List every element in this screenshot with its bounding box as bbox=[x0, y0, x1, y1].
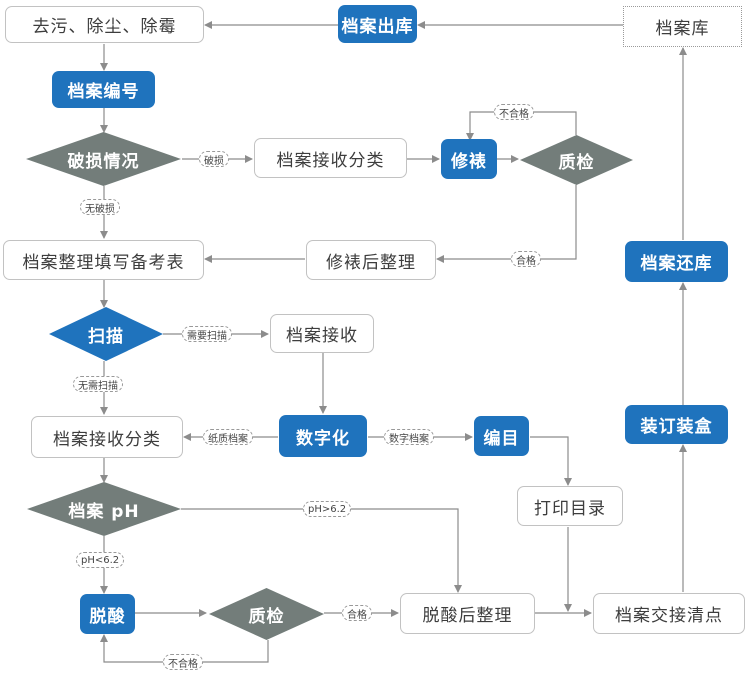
node-handover: 档案交接清点 bbox=[593, 593, 745, 634]
label-no-scan: 无需扫描 bbox=[73, 376, 123, 392]
label-ph-low: pH<6.2 bbox=[76, 552, 125, 568]
edge-qc1-pass bbox=[436, 185, 577, 263]
node-receive: 档案接收 bbox=[270, 314, 374, 353]
edge-catalog-to-print bbox=[530, 436, 572, 486]
label-need-scan: 需要扫描 bbox=[182, 326, 232, 342]
label-pass-1: 合格 bbox=[511, 251, 541, 267]
node-repair: 修裱 bbox=[441, 139, 497, 179]
node-print-catalog: 打印目录 bbox=[517, 486, 623, 526]
label-digital-archive: 数字档案 bbox=[384, 429, 434, 445]
node-numbering: 档案编号 bbox=[52, 71, 155, 108]
label-fail-1: 不合格 bbox=[494, 104, 534, 120]
label-not-damaged: 无破损 bbox=[80, 199, 120, 215]
node-post-repair-org: 修裱后整理 bbox=[306, 240, 436, 280]
node-catalog: 编目 bbox=[474, 416, 529, 456]
node-cleaning: 去污、除尘、除霉 bbox=[5, 6, 204, 43]
label-ph-high: pH>6.2 bbox=[303, 501, 352, 517]
node-binding: 装订装盒 bbox=[625, 405, 728, 444]
node-deacid: 脱酸 bbox=[80, 594, 135, 634]
label-damaged: 破损 bbox=[199, 151, 229, 167]
node-archive-out: 档案出库 bbox=[338, 5, 417, 43]
label-paper-archive: 纸质档案 bbox=[203, 429, 253, 445]
label-pass-2: 合格 bbox=[342, 605, 372, 621]
node-archive-store: 档案库 bbox=[623, 6, 742, 47]
edge-ph-high bbox=[181, 508, 462, 593]
node-post-deacid-org: 脱酸后整理 bbox=[400, 593, 535, 634]
node-receive-classify-2: 档案接收分类 bbox=[31, 416, 183, 458]
node-receive-classify-1: 档案接收分类 bbox=[254, 138, 407, 178]
node-digitize: 数字化 bbox=[279, 415, 367, 457]
node-return-store: 档案还库 bbox=[625, 241, 728, 282]
label-fail-2: 不合格 bbox=[163, 654, 203, 670]
node-fill-form: 档案整理填写备考表 bbox=[3, 240, 204, 280]
